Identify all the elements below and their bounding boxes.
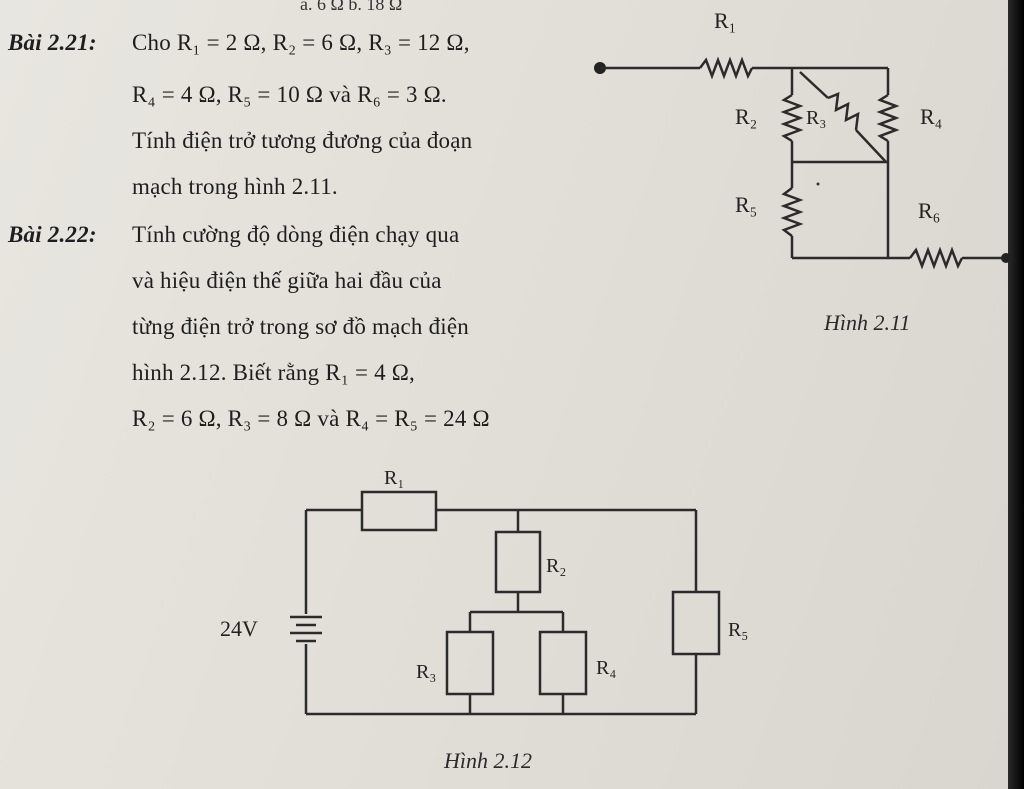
figure-2-12-caption: Hình 2.12	[444, 748, 532, 773]
label-r1: R₁	[714, 8, 736, 33]
resistor-r3	[827, 92, 860, 131]
label-r3: R₃	[416, 661, 436, 683]
exercise-2-22-line-1: Tính cường độ dòng điện chạy qua	[132, 222, 460, 247]
exercise-2-21-line-1: Cho R₁ = 2 Ω, R₂ = 6 Ω, R₃ = 12 Ω,	[132, 30, 470, 55]
exercise-2-21-label: Bài 2.21:	[8, 30, 97, 55]
cut-off-answer-line: a. 6 Ω b. 18 Ω	[300, 0, 403, 14]
voltage-label: 24V	[220, 616, 258, 641]
resistor-r3	[445, 630, 495, 696]
label-r6: R₆	[918, 198, 940, 223]
resistor-r4	[876, 93, 900, 143]
resistor-r2	[494, 530, 542, 594]
wire	[855, 129, 887, 163]
exercise-2-21-line-4: mạch trong hình 2.11.	[132, 174, 338, 199]
exercise-2-21-line-3: Tính điện trở tương đương của đoạn	[132, 128, 473, 153]
right-terminal-dot	[1001, 253, 1011, 263]
label-r2: R₂	[735, 104, 757, 129]
resistor-r5	[780, 187, 804, 237]
label-r4: R₄	[596, 657, 616, 679]
page-edge-shadow	[1008, 0, 1024, 789]
exercise-2-22-line-4: hình 2.12. Biết rằng R₁ = 4 Ω,	[132, 360, 416, 385]
resistor-r4	[538, 630, 588, 696]
resistor-r2	[780, 93, 804, 143]
label-r4: R₄	[920, 104, 942, 129]
exercise-2-22-line-2: và hiệu điện thế giữa hai đầu của	[132, 268, 442, 293]
resistor-r1	[699, 56, 754, 80]
label-r2: R₂	[546, 555, 566, 577]
figure-2-11-caption: Hình 2.11	[824, 310, 911, 335]
label-r5: R₅	[728, 619, 748, 641]
exercise-2-21-line-2: R₄ = 4 Ω, R₅ = 10 Ω và R₆ = 3 Ω.	[132, 82, 447, 107]
exercise-2-22-line-3: từng điện trở trong sơ đồ mạch điện	[132, 314, 469, 339]
exercise-2-22-label: Bài 2.22:	[8, 222, 97, 247]
resistor-r6	[909, 246, 964, 270]
label-r3: R₃	[806, 107, 826, 129]
label-r5: R₅	[735, 192, 757, 217]
resistor-r5	[671, 590, 721, 656]
resistor-r1	[360, 490, 438, 532]
label-r1: R₁	[384, 467, 404, 489]
wire	[799, 71, 829, 99]
exercise-2-22-line-5: R₂ = 6 Ω, R₃ = 8 Ω và R₄ = R₅ = 24 Ω	[132, 406, 490, 431]
